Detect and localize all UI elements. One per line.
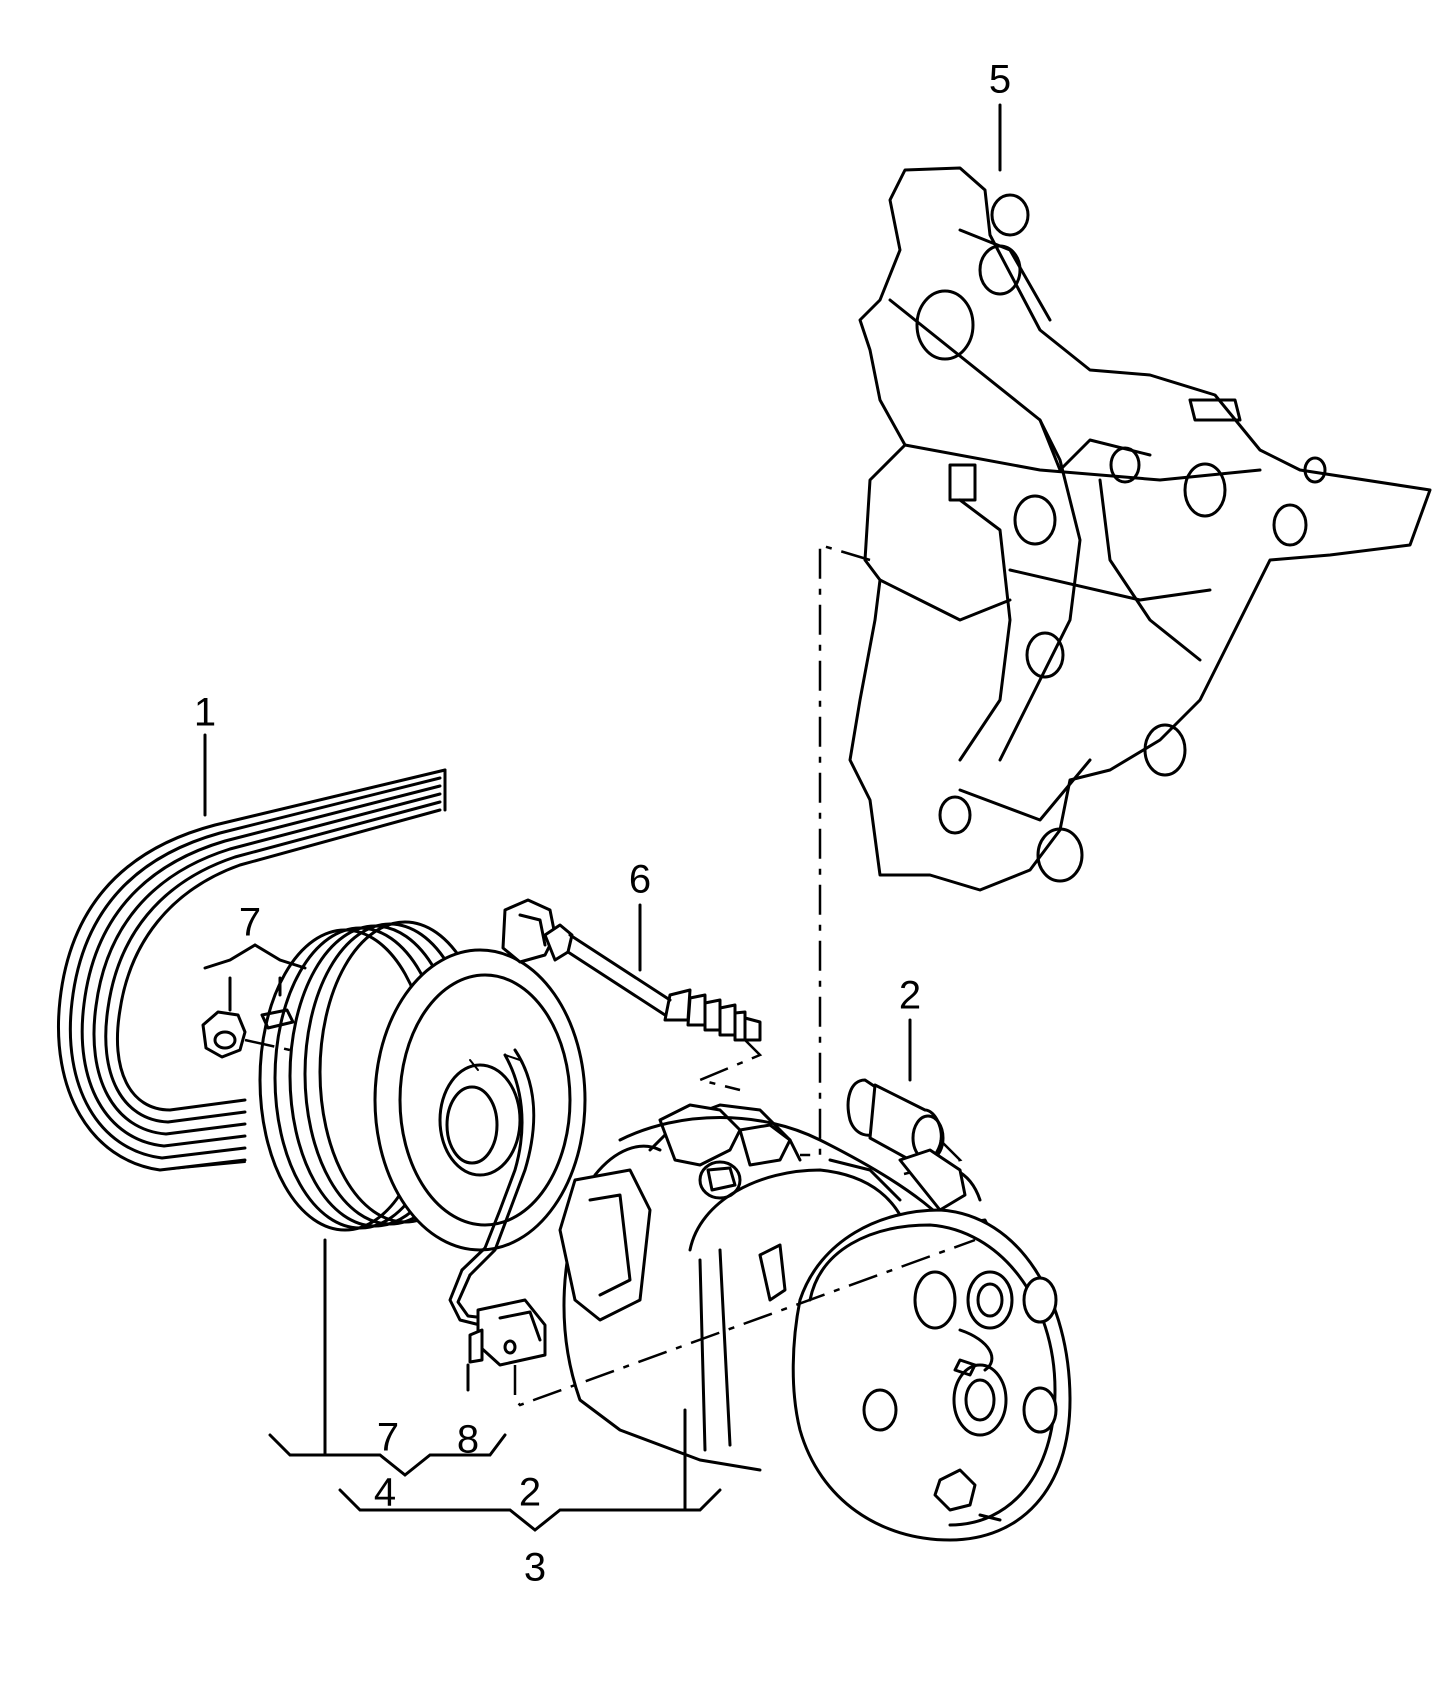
electrical-connector	[448, 1268, 547, 1367]
callout-pulley: 7	[377, 1416, 399, 1460]
nut-and-key	[201, 1008, 295, 1059]
ac-compressor	[558, 1103, 1072, 1542]
callout-assembly: 3	[524, 1546, 546, 1590]
magnetic-clutch-pulley	[258, 920, 587, 1277]
leader-lines	[203, 103, 1002, 1532]
callout-bushing: 2	[899, 974, 921, 1018]
drive-belt	[57, 768, 447, 1172]
callout-bolt: 6	[629, 858, 651, 902]
mounting-bolt	[501, 898, 763, 1092]
assembly-centerlines	[513, 543, 976, 1407]
mounting-bracket	[848, 166, 1432, 892]
callout-belt: 1	[194, 691, 216, 735]
callout-nut-key: 7	[239, 901, 261, 945]
callout-bracket: 5	[989, 58, 1011, 102]
callout-connector: 8	[457, 1418, 479, 1462]
callout-clutch: 4	[374, 1471, 396, 1515]
callout-compressor: 2	[519, 1471, 541, 1515]
callout-numbers: 5 1 6 7 2 7 8 4 2 3	[194, 58, 1011, 1590]
